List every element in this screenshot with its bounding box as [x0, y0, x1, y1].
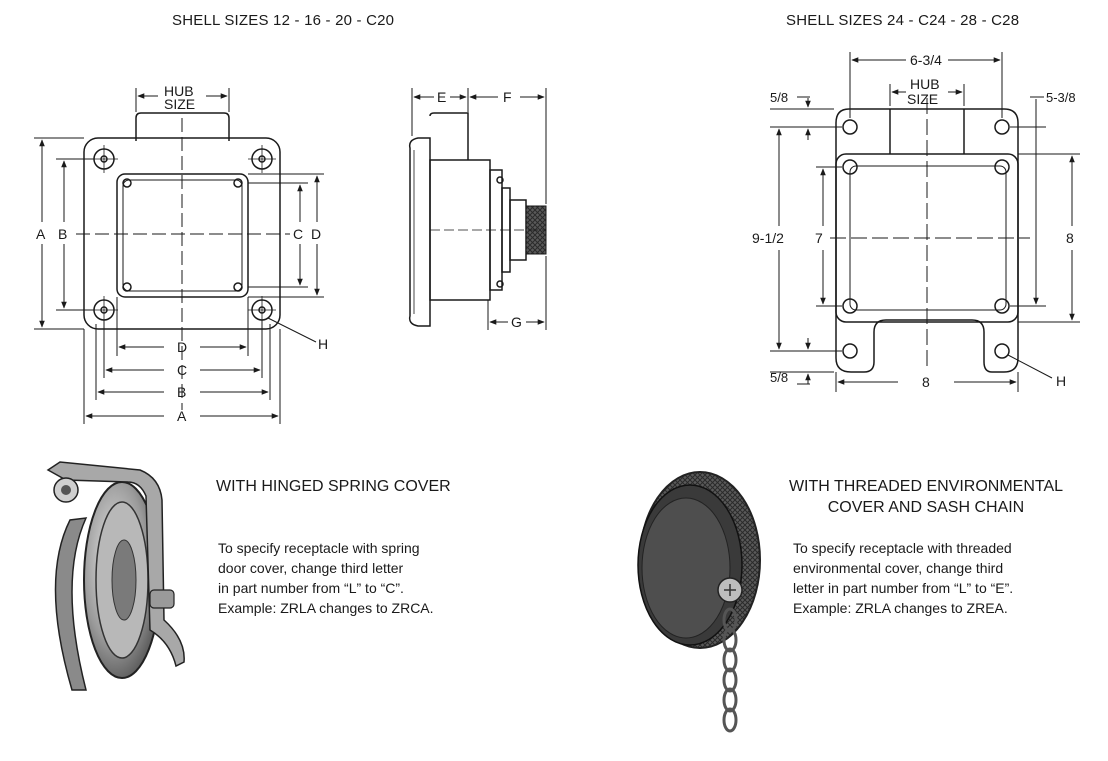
- hinged-line-3: in part number from “L” to “C”.: [218, 580, 404, 596]
- threaded-cover-description: To specify receptacle with threaded envi…: [793, 538, 1093, 618]
- side-dimension-labels: E F G: [437, 89, 522, 330]
- right-hub-size-label-1: HUB: [910, 76, 940, 92]
- threaded-line-2: environmental cover, change third: [793, 560, 1004, 576]
- hub-size-label-2: SIZE: [164, 96, 195, 112]
- right-dimension-lines: [770, 52, 1080, 392]
- dim-b-horizontal: B: [177, 384, 186, 400]
- threaded-heading-line-2: COVER AND SASH CHAIN: [827, 499, 1025, 516]
- dim-d-horizontal: D: [177, 339, 187, 355]
- dim-9-1-2: 9-1/2: [752, 230, 784, 246]
- side-dimension-lines: [411, 88, 547, 330]
- left-dimension-labels: HUB SIZE A B C D D C B A H: [36, 83, 328, 424]
- right-front-view: [830, 98, 1030, 373]
- threaded-cover-heading: WITH THREADED ENVIRONMENTAL COVER AND SA…: [766, 476, 1086, 518]
- dim-right-8: 8: [1066, 230, 1074, 246]
- right-hub-size-label-2: SIZE: [907, 91, 938, 107]
- threaded-cover-illustration: [637, 471, 761, 733]
- dim-5-3-8: 5-3/8: [1046, 90, 1076, 105]
- hub-size-label-1: HUB: [164, 83, 194, 99]
- left-diagram-title: SHELL SIZES 12 - 16 - 20 - C20: [172, 12, 395, 29]
- threaded-line-3: letter in part number from “L” to “E”.: [793, 580, 1014, 596]
- dim-a-horizontal: A: [177, 408, 187, 424]
- dim-bottom-5-8: 5/8: [770, 370, 788, 385]
- hinged-line-1: To specify receptacle with spring: [218, 540, 420, 556]
- right-dimension-labels: 6-3/4 HUB SIZE 5/8 5-3/8 9-1/2 7 8 5/8 8…: [752, 52, 1076, 390]
- dim-h-right: H: [1056, 373, 1066, 389]
- dim-e: E: [437, 89, 446, 105]
- dim-c-vertical: C: [293, 226, 303, 242]
- dim-d-vertical: D: [311, 226, 321, 242]
- threaded-heading-line-1: WITH THREADED ENVIRONMENTAL: [788, 478, 1064, 495]
- dim-7: 7: [815, 230, 823, 246]
- dim-top-5-8: 5/8: [770, 90, 788, 105]
- dim-a-vertical: A: [36, 226, 46, 242]
- hinged-line-4: Example: ZRLA changes to ZRCA.: [218, 600, 434, 616]
- left-dimension-lines: [34, 88, 324, 424]
- dim-h-left: H: [318, 336, 328, 352]
- side-view: [408, 112, 547, 327]
- hinged-line-2: door cover, change third letter: [218, 560, 404, 576]
- dim-6-3-4: 6-3/4: [910, 52, 942, 68]
- dim-b-vertical: B: [58, 226, 67, 242]
- hinged-cover-description: To specify receptacle with spring door c…: [218, 538, 518, 618]
- threaded-line-1: To specify receptacle with threaded: [793, 540, 1012, 556]
- dim-c-horizontal: C: [177, 362, 187, 378]
- right-diagram-title: SHELL SIZES 24 - C24 - 28 - C28: [786, 12, 1020, 29]
- threaded-line-4: Example: ZRLA changes to ZREA.: [793, 600, 1008, 616]
- hinged-spring-cover-illustration: [46, 461, 185, 691]
- hinged-cover-heading: WITH HINGED SPRING COVER: [216, 478, 451, 495]
- dim-g: G: [511, 314, 522, 330]
- dim-bottom-8: 8: [922, 374, 930, 390]
- dim-f: F: [503, 89, 512, 105]
